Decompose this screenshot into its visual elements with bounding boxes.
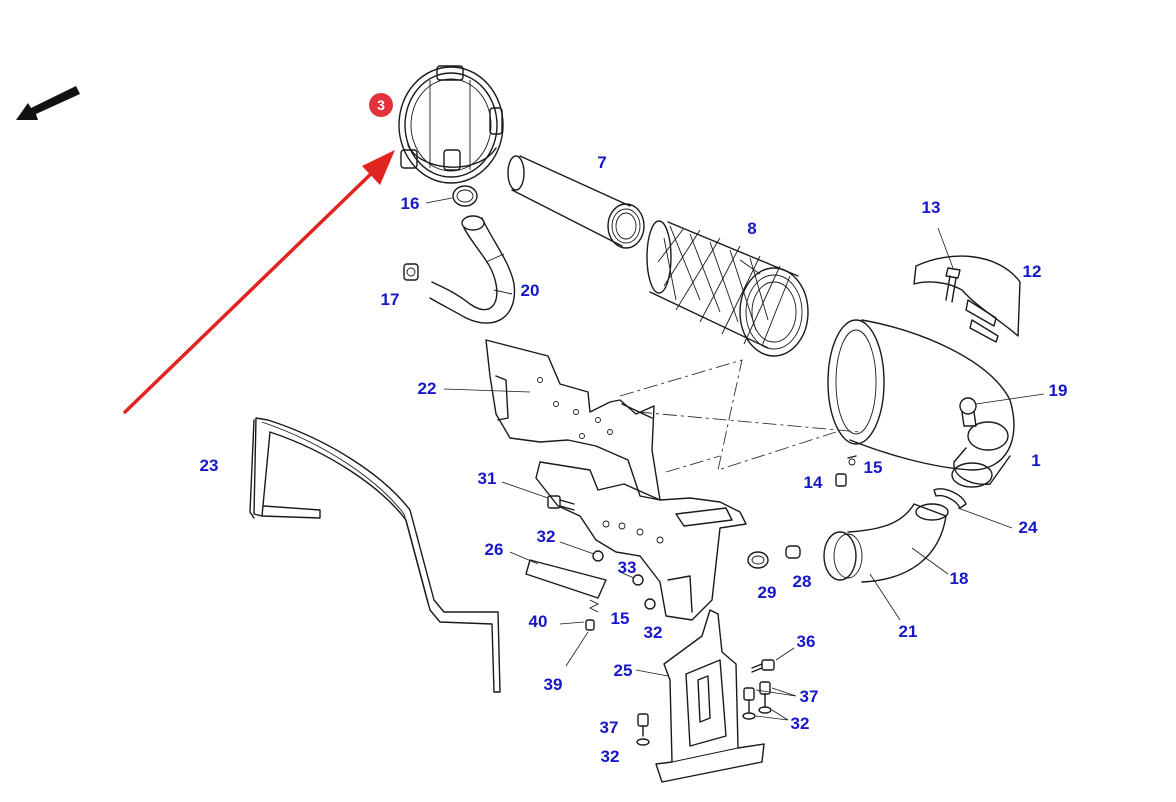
label-part-18: 18 bbox=[950, 569, 969, 588]
label-part-29: 29 bbox=[758, 583, 777, 602]
part-24-clamp-drawing bbox=[933, 488, 1013, 529]
part-26-plate-drawing bbox=[509, 551, 607, 599]
label-part-8: 8 bbox=[747, 219, 756, 238]
part-14-plug-drawing bbox=[835, 473, 847, 487]
label-part-23: 23 bbox=[200, 456, 219, 475]
part-15-washer-drawing bbox=[847, 455, 857, 466]
label-part-15-upper: 15 bbox=[864, 458, 883, 477]
label-part-26: 26 bbox=[485, 540, 504, 559]
label-part-24: 24 bbox=[1019, 518, 1038, 537]
label-part-14: 14 bbox=[804, 473, 823, 492]
part-22-bracket-plate-drawing bbox=[443, 339, 661, 501]
part-16-clamp-drawing bbox=[425, 185, 478, 207]
part-25-mounting-bracket-drawing bbox=[635, 609, 765, 783]
part-39-40-fasteners-drawing bbox=[559, 599, 600, 667]
assembly-centerlines bbox=[619, 359, 861, 473]
label-part-16: 16 bbox=[401, 194, 420, 213]
label-part-7: 7 bbox=[597, 153, 606, 172]
label-part-22: 22 bbox=[418, 379, 437, 398]
label-part-19: 19 bbox=[1049, 381, 1068, 400]
label-part-32-d: 32 bbox=[601, 747, 620, 766]
highlight-badge-label: 3 bbox=[377, 97, 385, 113]
label-part-36: 36 bbox=[797, 632, 816, 651]
part-labels: 7 8 13 12 16 20 17 22 19 1 23 15 14 31 2… bbox=[200, 153, 1068, 766]
part-8-safety-element-drawing bbox=[646, 220, 809, 357]
label-part-33: 33 bbox=[618, 558, 637, 577]
part-28-fitting-drawing bbox=[785, 545, 801, 559]
part-19-valve-drawing bbox=[959, 393, 1045, 427]
label-part-32-b: 32 bbox=[644, 623, 663, 642]
part-7-filter-element-drawing bbox=[507, 155, 645, 249]
label-part-25: 25 bbox=[614, 661, 633, 680]
label-part-40: 40 bbox=[529, 612, 548, 631]
label-part-17: 17 bbox=[381, 290, 400, 309]
label-part-32-c: 32 bbox=[791, 714, 810, 733]
direction-arrow-icon bbox=[16, 86, 80, 120]
red-pointer-arrow bbox=[123, 150, 395, 414]
label-part-39: 39 bbox=[544, 675, 563, 694]
part-1-filter-housing-drawing bbox=[827, 319, 1015, 488]
label-part-31: 31 bbox=[478, 469, 497, 488]
highlight-badge-part-3: 3 bbox=[369, 93, 393, 117]
label-part-32-a: 32 bbox=[537, 527, 556, 546]
part-36-37-bolts-drawing bbox=[636, 647, 797, 746]
part-20-hose-drawing bbox=[429, 215, 516, 324]
label-part-37-b: 37 bbox=[600, 718, 619, 737]
part-31-bolt-drawing bbox=[501, 481, 575, 511]
part-29-clamp-drawing bbox=[747, 551, 769, 569]
support-frame-drawing bbox=[535, 461, 747, 621]
part-13-bolt-drawing bbox=[937, 227, 961, 303]
label-part-20: 20 bbox=[521, 281, 540, 300]
label-part-13: 13 bbox=[922, 198, 941, 217]
part-23-frame-seal-drawing bbox=[249, 417, 501, 693]
part-3-pre-cleaner-drawing bbox=[398, 65, 504, 184]
part-12-strap-drawing bbox=[913, 255, 1021, 343]
label-part-12: 12 bbox=[1023, 262, 1042, 281]
part-32-33-nuts-drawing bbox=[559, 541, 656, 610]
label-part-28: 28 bbox=[793, 572, 812, 591]
label-part-15-lower: 15 bbox=[611, 609, 630, 628]
label-part-37-a: 37 bbox=[800, 687, 819, 706]
part-18-21-elbow-hose-drawing bbox=[823, 503, 949, 621]
label-part-21: 21 bbox=[899, 622, 918, 641]
label-part-1: 1 bbox=[1031, 451, 1040, 470]
part-17-clamp-drawing bbox=[403, 263, 419, 281]
